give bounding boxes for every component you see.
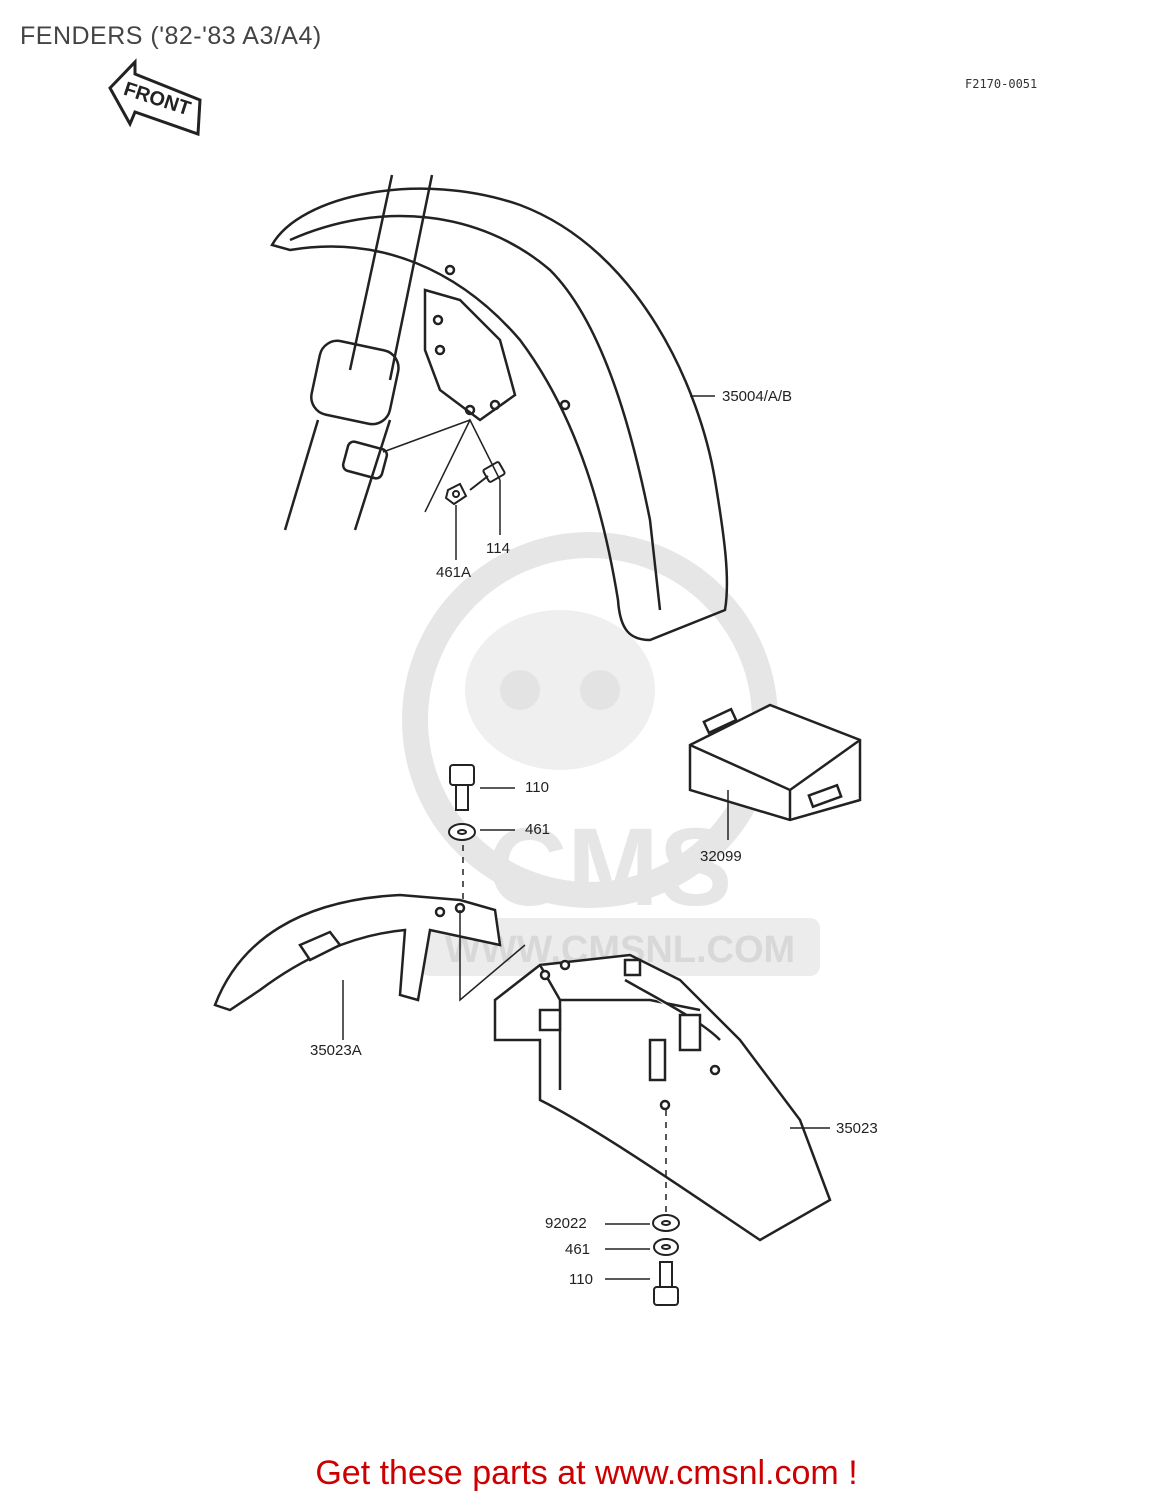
diagram-code: F2170-0051: [965, 77, 1038, 91]
box-32099: [688, 703, 862, 822]
footer-cta-link[interactable]: Get these parts at www.cmsnl.com !: [315, 1454, 858, 1492]
bolt-110-bottom: [653, 1261, 679, 1306]
inner-fender-35023A: [213, 893, 502, 1012]
watermark-brand: CMS: [488, 806, 732, 929]
label-bolt-110-top: 110: [525, 779, 549, 796]
rear-fender-35023: [493, 953, 832, 1242]
label-washer-461-bottom: 461: [565, 1241, 591, 1258]
label-front-fender: 35004/A/B: [722, 388, 793, 405]
nut-461A: [444, 482, 468, 506]
label-inner-fender: 35023A: [310, 1042, 362, 1059]
front-fender: [270, 187, 729, 642]
bolt-110-top: [449, 764, 475, 811]
label-box-32099: 32099: [700, 848, 742, 865]
washer-461-bottom: [653, 1238, 679, 1256]
front-arrow-icon: FRONT: [108, 58, 202, 137]
label-bolt-110-bottom: 110: [569, 1271, 593, 1288]
label-bolt-114: 114: [486, 540, 510, 557]
label-washer-461-top: 461: [525, 821, 551, 838]
washer-92022: [652, 1214, 680, 1232]
page-title: FENDERS ('82-'83 A3/A4): [20, 22, 322, 50]
label-washer-92022: 92022: [545, 1215, 587, 1232]
label-nut-461A: 461A: [436, 564, 472, 581]
washer-461-top: [448, 823, 476, 841]
front-fork: [283, 174, 434, 531]
label-rear-fender: 35023: [836, 1120, 878, 1137]
